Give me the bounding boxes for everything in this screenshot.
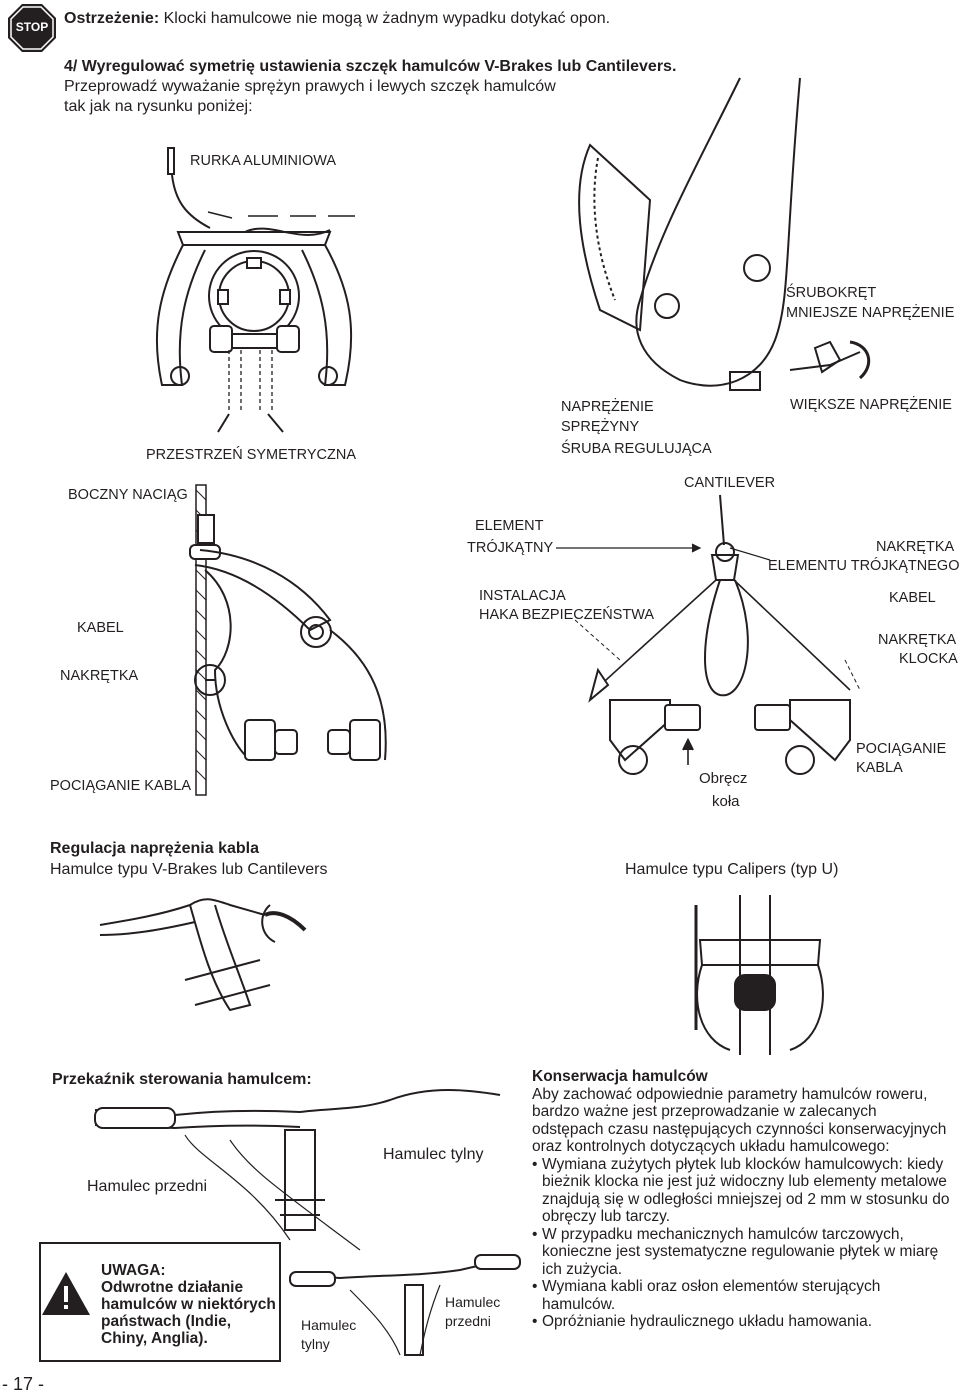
note-line-2: hamulców w niektórych [101,1296,276,1313]
label-caliper-cable: KABEL [77,620,124,636]
list-item: Wymiana zużytych płytek lub klocków hamu… [532,1156,952,1226]
note-line-1: Odwrotne działanie [101,1279,244,1296]
cantilever-drawing [574,494,861,775]
list-item: Wymiana kabli oraz osłon elementów steru… [532,1278,952,1313]
label-pad-nut-1: NAKRĘTKA [878,632,957,648]
label-adjust-screw: ŚRUBA REGULUJĄCA [561,441,712,457]
label-screwdriver: ŚRUBOKRĘT [786,285,877,301]
label-side-pull: BOCZNY NACIĄG [68,487,188,503]
cable-tension-vbrakes: Hamulce typu V-Brakes lub Cantilevers [50,861,328,878]
vbrake-drawing [155,147,355,433]
label-spring-tension-2: SPRĘŻYNY [561,419,640,435]
note-line-4: Chiny, Anglia). [101,1330,208,1347]
list-item: W przypadku mechanicznych hamulców tarcz… [532,1226,952,1279]
handlebar-large-drawing [94,1089,501,1251]
cable-tension-title: Regulacja naprężenia kabla [50,840,259,857]
label-cable-pull-2: KABLA [856,760,903,776]
step-desc-2: tak jak na rysunku poniżej: [64,98,253,115]
list-item: Opróżnianie hydraulicznego układu hamowa… [532,1313,952,1331]
label-cable-pull-1: POCIĄGANIE [856,741,947,757]
maintenance-intro: Aby zachować odpowiednie parametry hamul… [532,1085,947,1156]
stop-label: STOP [15,20,49,34]
warning-label: Ostrzeżenie: [64,10,160,27]
cantilever-top-drawing [578,77,871,391]
small-rear-1: Hamulec [301,1317,357,1333]
brake-lever-vbrake-drawing [99,898,307,1012]
stop-sign-icon [8,4,56,52]
maintenance-list: Wymiana zużytych płytek lub klocków hamu… [532,1156,952,1331]
relay-rear: Hamulec tylny [383,1146,484,1163]
caliper-drawing [189,484,387,796]
label-symmetric: PRZESTRZEŃ SYMETRYCZNA [146,447,357,463]
relay-title: Przekaźnik sterowania hamulcem: [52,1071,312,1088]
maintenance-title: Konserwacja hamulców [532,1068,708,1085]
label-install-1: INSTALACJA [479,588,566,604]
note-line-3: państwach (Indie, [101,1313,232,1330]
warning-text: Klocki hamulcowe nie mogą w żadnym wypad… [159,10,611,27]
cable-tension-calipers: Hamulce typu Calipers (typ U) [625,861,839,878]
label-less-tension: MNIEJSZE NAPRĘŻENIE [786,305,955,321]
label-more-tension: WIĘKSZE NAPRĘŻENIE [790,397,952,413]
label-cantilever-cable: KABEL [889,590,936,606]
label-nut-triangle-1: NAKRĘTKA [876,539,955,555]
warning-box [39,1242,281,1362]
label-caliper-nut: NAKRĘTKA [60,668,139,684]
label-cantilever: CANTILEVER [684,475,776,491]
label-element-1: ELEMENT [475,518,544,534]
label-rim-2: koła [712,793,740,810]
label-rim-1: Obręcz [699,770,748,787]
step-title: 4/ Wyregulować symetrię ustawienia szczę… [64,58,677,75]
small-front-1: Hamulec [445,1294,501,1310]
step-desc-1: Przeprowadź wyważanie sprężyn prawych i … [64,78,556,95]
label-nut-triangle-2: ELEMENTU TRÓJKĄTNEGO [768,558,960,574]
handlebar-small-drawing [289,1254,521,1356]
label-tube: RURKA ALUMINIOWA [190,153,337,169]
note-title: UWAGA: [101,1262,166,1279]
small-front-2: przedni [445,1313,491,1329]
caliper-u-drawing [694,895,824,1055]
label-pad-nut-2: KLOCKA [899,651,958,667]
relay-front: Hamulec przedni [87,1178,208,1195]
leader-lines [556,543,771,561]
label-install-2: HAKA BEZPIECZEŃSTWA [479,607,655,623]
warning-line: Ostrzeżenie: Klocki hamulcowe nie mogą w… [64,10,610,28]
note-block: UWAGA: Odwrotne działanie hamulców w nie… [101,1262,276,1347]
label-element-2: TRÓJKĄTNY [467,540,554,556]
small-rear-2: tylny [301,1336,330,1352]
label-spring-tension-1: NAPRĘŻENIE [561,399,654,415]
label-caliper-cable-pull: POCIĄGANIE KABLA [50,778,192,794]
maintenance-section: Konserwacja hamulców Aby zachować odpowi… [532,1068,952,1331]
page-number: - 17 - [2,1374,45,1394]
